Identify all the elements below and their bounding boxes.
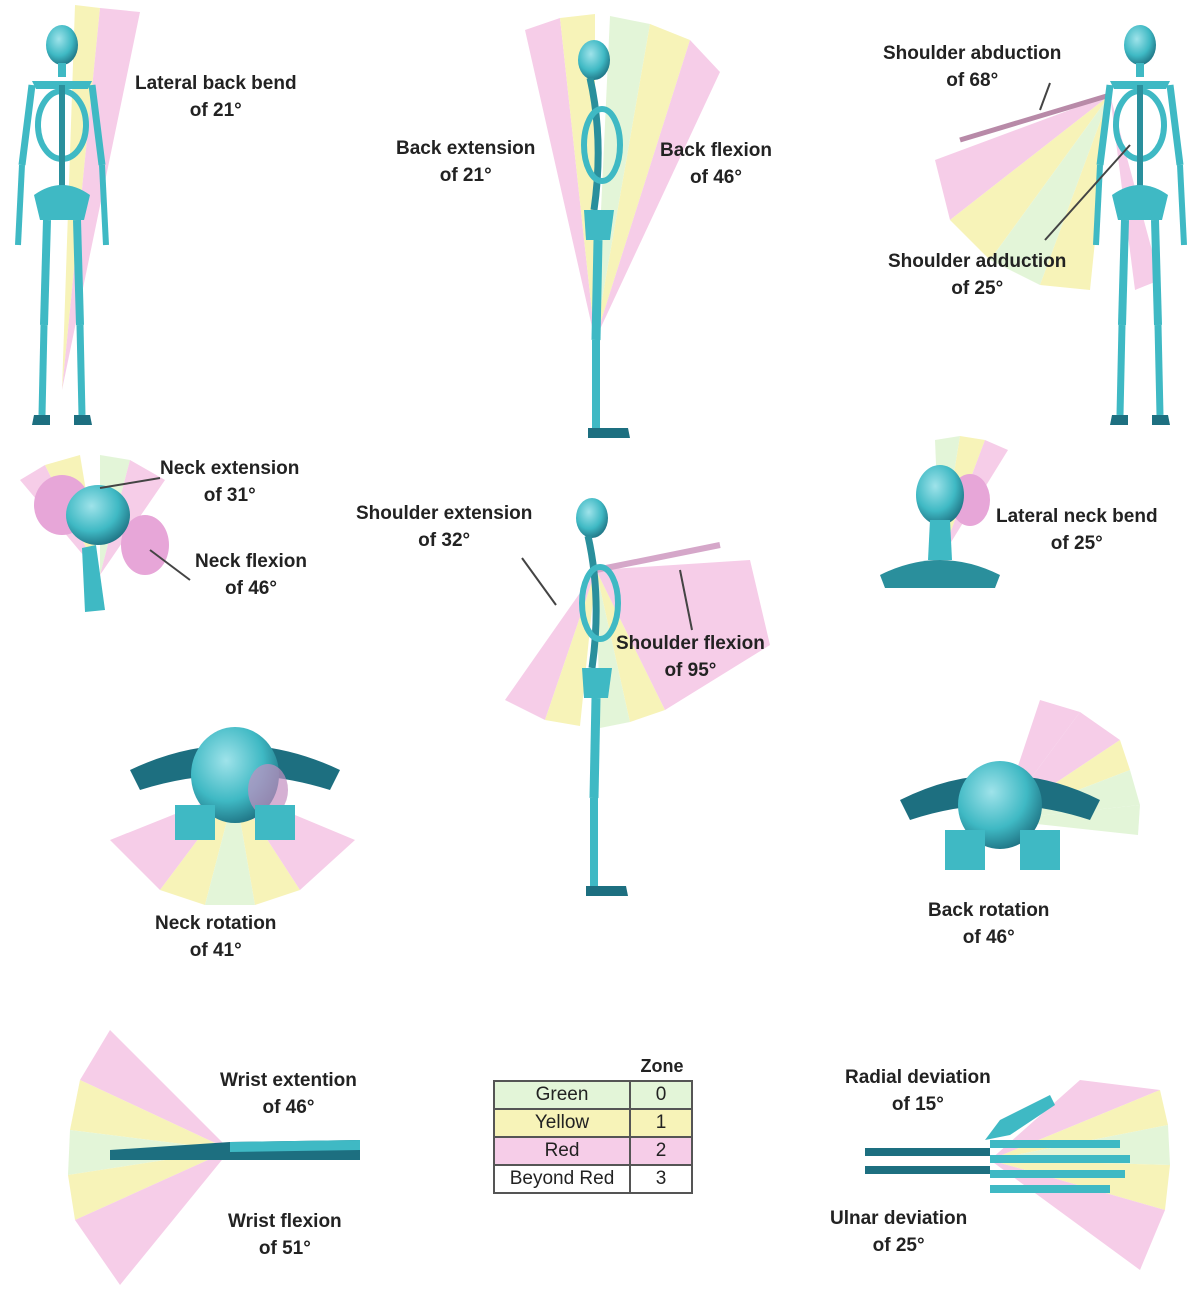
zone-value-cell: 1 [630, 1109, 692, 1137]
back-flexion-extension-figure [525, 14, 720, 438]
shoulder-flexion-figure [505, 498, 770, 896]
zone-value-cell: 2 [630, 1137, 692, 1165]
zone-name-cell: Green [494, 1081, 630, 1109]
lateral-neck-bend-figure [880, 436, 1008, 588]
zone-name-cell: Beyond Red [494, 1165, 630, 1193]
zone-value-cell: 3 [630, 1165, 692, 1193]
back-rotation-figure [900, 700, 1140, 870]
lateral-back-bend-figure [18, 5, 140, 425]
zone-name-cell: Yellow [494, 1109, 630, 1137]
zone-value-cell: 0 [630, 1081, 692, 1109]
zone-name-cell: Red [494, 1137, 630, 1165]
zone-table-header: Zone [630, 1056, 694, 1077]
neck-rotation-figure [110, 727, 355, 905]
